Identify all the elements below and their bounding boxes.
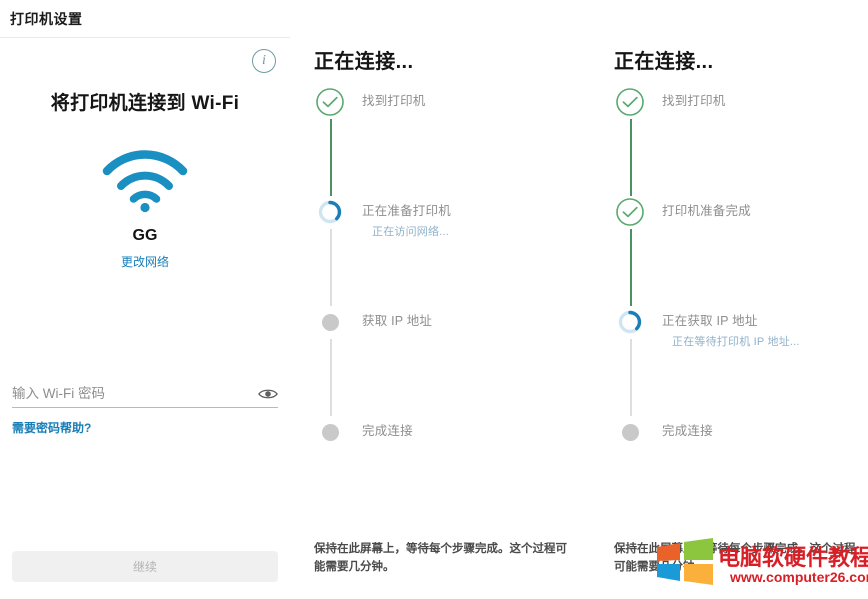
- step-marker-pending: [314, 306, 346, 338]
- footer-note: 保持在此屏幕上，等待每个步骤完成。这个过程可能需要几分钟。: [314, 543, 567, 574]
- loading-spinner-icon: [618, 310, 642, 334]
- printer-setup-panel: 打印机设置 i 将打印机连接到 Wi-Fi GG 更改网络 需要密码帮助? 继续: [0, 0, 290, 599]
- check-circle-icon: [316, 88, 344, 116]
- pending-dot-icon: [621, 423, 639, 441]
- wifi-dot: [140, 202, 150, 213]
- wifi-signal-icon: [102, 150, 188, 213]
- step-marker-pending: [314, 416, 346, 448]
- step-connector: [330, 119, 332, 196]
- step-connector: [630, 119, 632, 196]
- password-block: 需要密码帮助?: [12, 386, 278, 436]
- step-marker-done: [314, 86, 346, 118]
- footer-note: 保持在此屏幕上，等待每个步骤完成。这个过程可能需要几分钟。: [614, 543, 856, 574]
- progress-step: 完成连接: [314, 416, 586, 450]
- step-marker-active: [614, 306, 646, 338]
- step-label: 打印机准备完成: [662, 204, 751, 218]
- connecting-panel-a: 正在连接... 找到打印机 正在准备打印: [300, 0, 590, 599]
- step-marker-active: [314, 196, 346, 228]
- progress-step: 正在获取 IP 地址 正在等待打印机 IP 地址...: [614, 306, 864, 416]
- step-label: 完成连接: [362, 424, 413, 438]
- step-text: 正在准备打印机 正在访问网络...: [362, 200, 451, 239]
- progress-step: 获取 IP 地址: [314, 306, 586, 416]
- progress-step: 完成连接: [614, 416, 864, 450]
- password-input[interactable]: [12, 386, 258, 401]
- step-label: 找到打印机: [362, 94, 426, 108]
- step-text: 完成连接: [662, 420, 713, 439]
- step-sublabel: 正在访问网络...: [372, 226, 449, 238]
- progress-step-list: 找到打印机 正在准备打印机 正在访问网络... 获取 IP 地址: [314, 86, 586, 450]
- password-field[interactable]: [12, 386, 278, 408]
- continue-button[interactable]: 继续: [12, 551, 278, 582]
- step-text: 正在获取 IP 地址 正在等待打印机 IP 地址...: [662, 310, 800, 349]
- pending-dot-icon: [321, 423, 339, 441]
- password-help-link[interactable]: 需要密码帮助?: [12, 421, 92, 435]
- step-label: 完成连接: [662, 424, 713, 438]
- step-label: 找到打印机: [662, 94, 726, 108]
- progress-step: 打印机准备完成: [614, 196, 864, 306]
- step-marker-done: [614, 86, 646, 118]
- step-text: 获取 IP 地址: [362, 310, 432, 329]
- eye-icon[interactable]: [258, 387, 278, 401]
- step-marker-done: [614, 196, 646, 228]
- wifi-icon-wrap: [0, 149, 290, 213]
- step-label: 正在获取 IP 地址: [662, 314, 758, 328]
- progress-step: 正在准备打印机 正在访问网络...: [314, 196, 586, 306]
- network-name: GG: [132, 227, 158, 244]
- step-connector: [630, 339, 632, 416]
- info-row: i: [0, 38, 290, 84]
- panel-title: 正在连接...: [314, 51, 414, 73]
- step-text: 找到打印机: [362, 90, 426, 109]
- step-text: 找到打印机: [662, 90, 726, 109]
- progress-step: 找到打印机: [314, 86, 586, 196]
- page-title: 将打印机连接到 Wi-Fi: [50, 93, 240, 114]
- info-icon[interactable]: i: [252, 49, 276, 73]
- step-connector: [330, 339, 332, 416]
- step-connector: [330, 229, 332, 306]
- pending-dot-icon: [321, 313, 339, 331]
- step-text: 打印机准备完成: [662, 200, 751, 219]
- step-sublabel: 正在等待打印机 IP 地址...: [672, 336, 800, 348]
- step-connector: [630, 229, 632, 306]
- app-header: 打印机设置: [0, 0, 290, 38]
- step-label: 获取 IP 地址: [362, 314, 433, 328]
- connecting-panel-b: 正在连接... 找到打印机 打印机准备完: [600, 0, 868, 599]
- check-circle-icon: [616, 88, 644, 116]
- progress-step-list: 找到打印机 打印机准备完成: [614, 86, 864, 450]
- loading-spinner-icon: [318, 200, 342, 224]
- check-circle-icon: [616, 198, 644, 226]
- panel-title: 正在连接...: [614, 51, 714, 73]
- progress-step: 找到打印机: [614, 86, 864, 196]
- app-title: 打印机设置: [10, 10, 83, 27]
- step-text: 完成连接: [362, 420, 413, 439]
- step-marker-pending: [614, 416, 646, 448]
- step-label: 正在准备打印机: [362, 204, 451, 218]
- change-network-link[interactable]: 更改网络: [120, 255, 169, 269]
